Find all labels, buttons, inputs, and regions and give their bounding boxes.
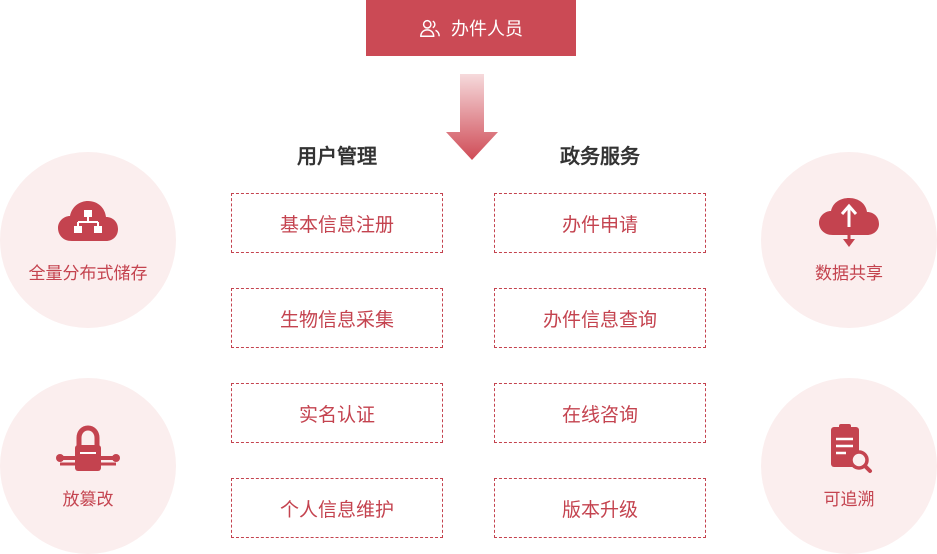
users-icon — [420, 19, 440, 37]
feature-traceability: 可追溯 — [761, 378, 937, 554]
item-online-consult[interactable]: 在线咨询 — [494, 383, 706, 443]
feature-label: 数据共享 — [815, 263, 883, 284]
gov-service-title: 政务服务 — [560, 144, 640, 168]
clipboard-search-icon — [831, 423, 872, 473]
item-biometric-collect[interactable]: 生物信息采集 — [231, 288, 443, 348]
item-real-name-auth[interactable]: 实名认证 — [231, 383, 443, 443]
feature-data-sharing: 数据共享 — [761, 152, 937, 328]
feature-label: 可追溯 — [823, 489, 875, 510]
item-basic-info-register[interactable]: 基本信息注册 — [231, 193, 443, 253]
item-personal-info-maintain[interactable]: 个人信息维护 — [231, 478, 443, 538]
item-version-upgrade[interactable]: 版本升级 — [494, 478, 706, 538]
cloud-sync-icon — [819, 197, 879, 247]
feature-tamper-proof: 放篡改 — [0, 378, 176, 554]
item-case-query[interactable]: 办件信息查询 — [494, 288, 706, 348]
header-title: 办件人员 — [451, 19, 523, 40]
down-arrow-icon — [446, 74, 498, 160]
cloud-network-icon — [58, 200, 118, 241]
feature-label: 全量分布式储存 — [28, 263, 148, 284]
user-management-title: 用户管理 — [297, 144, 377, 168]
header-box: 办件人员 — [366, 0, 576, 56]
lock-network-icon — [56, 424, 120, 471]
item-case-apply[interactable]: 办件申请 — [494, 193, 706, 253]
feature-label: 放篡改 — [62, 489, 114, 510]
feature-distributed-storage: 全量分布式储存 — [0, 152, 176, 328]
